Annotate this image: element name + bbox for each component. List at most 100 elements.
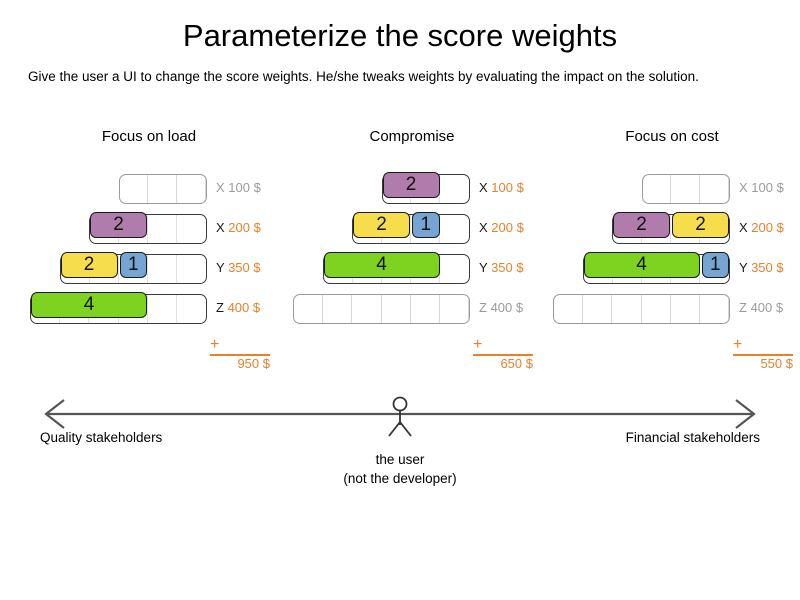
slider-cell[interactable] [177,215,206,243]
slider-cell[interactable] [148,295,177,323]
slider-cell[interactable] [554,295,584,323]
slider-cell[interactable] [323,295,353,323]
total-value: 650 $ [500,356,533,371]
slider-cell[interactable] [411,215,440,243]
slider-cell[interactable] [411,175,441,203]
slider-cell[interactable] [148,255,177,283]
row-label: X 100 $ [739,180,784,195]
row-tag: X [479,180,492,195]
slider-cell[interactable] [352,295,382,323]
page-title: Parameterize the score weights [182,18,618,53]
row-label: X 200 $ [479,220,524,235]
slider-cell[interactable] [294,295,324,323]
row-price: 200 $ [228,220,261,235]
weight-slider-track[interactable] [293,294,470,324]
weight-segment-blue[interactable]: 1 [701,252,729,278]
row-tag: X [739,180,752,195]
row-tag: X [479,220,492,235]
user-stick-figure [388,396,412,437]
weight-segment-yellow[interactable]: 2 [353,212,410,238]
row-price: 200 $ [491,220,524,235]
sum-rule [733,354,793,356]
slider-cell[interactable] [90,255,119,283]
row-tag: Y [479,260,492,275]
slider-cell[interactable] [700,295,729,323]
row-price: 200 $ [751,220,784,235]
row-label: X 100 $ [216,180,261,195]
row-tag: Y [216,260,229,275]
row-label: Y 350 $ [479,260,524,275]
column-header: Focus on load [101,128,197,145]
row-price: 400 $ [227,300,261,315]
slider-cell[interactable] [148,215,177,243]
total-value: 550 $ [760,356,793,371]
slider-cell[interactable] [440,215,469,243]
slider-cell[interactable] [382,215,411,243]
slider-cell[interactable] [177,175,206,203]
row-price: 400 $ [490,300,524,315]
slider-cell[interactable] [440,175,469,203]
row-label: Y 350 $ [216,260,261,275]
slider-cell[interactable] [671,175,701,203]
row-tag: Z [739,300,751,315]
row-label: X 100 $ [479,180,524,195]
weight-slider-track[interactable] [641,174,730,204]
slider-cell[interactable] [583,295,613,323]
slider-cell[interactable] [612,295,642,323]
slider-cell[interactable] [642,215,671,243]
slider-cell[interactable] [440,255,469,283]
weight-segment-blue[interactable]: 1 [119,252,147,278]
weight-segment-purple[interactable]: 2 [613,212,670,238]
sum-rule [473,354,533,356]
axis-label-right: Financial stakeholders [625,430,760,445]
weight-slider-track[interactable] [118,174,207,204]
slider-cell[interactable] [119,255,148,283]
slider-cell[interactable] [177,255,206,283]
slider-cell[interactable] [700,175,729,203]
weight-segment-green[interactable]: 4 [583,252,700,278]
row-price: 350 $ [751,260,784,275]
slider-cell[interactable] [119,295,148,323]
sum-plus-symbol: + [733,336,743,353]
weight-segment-yellow[interactable]: 2 [672,212,729,238]
row-label: Z 400 $ [739,300,783,315]
weight-slider-track[interactable] [553,294,730,324]
weight-segment-purple[interactable]: 2 [90,212,147,238]
weight-segment-green[interactable]: 4 [31,292,147,318]
row-price: 350 $ [491,260,524,275]
weight-segment-purple[interactable]: 2 [382,172,440,198]
page-subtitle: Give the user a UI to change the score w… [28,69,699,84]
column-header: Compromise [369,128,455,145]
user-caption-line1: the user [375,452,425,467]
slider-cell[interactable] [643,175,672,203]
column-header: Focus on cost [625,128,719,145]
axis-label-left: Quality stakeholders [40,430,163,445]
row-tag: Z [479,300,491,315]
slider-cell[interactable] [411,295,440,323]
row-label: Z 400 $ [216,300,260,315]
row-price: 350 $ [228,260,261,275]
row-tag: X [216,180,229,195]
slider-cell[interactable] [642,295,671,323]
row-price: 100 $ [751,180,784,195]
row-tag: X [216,220,229,235]
sum-rule [210,354,270,356]
slider-cell[interactable] [671,295,700,323]
slider-cell[interactable] [440,295,469,323]
slider-cell[interactable] [119,215,148,243]
row-price: 400 $ [750,300,784,315]
slider-cell[interactable] [148,175,178,203]
row-price: 100 $ [491,180,524,195]
weight-segment-yellow[interactable]: 2 [60,252,118,278]
sum-plus-symbol: + [210,336,220,353]
row-label: Z 400 $ [479,300,523,315]
user-figure-caption: the user (not the developer) [280,450,520,488]
row-tag: X [739,220,752,235]
slider-cell[interactable] [120,175,149,203]
row-price: 100 $ [228,180,261,195]
weight-segment-blue[interactable]: 1 [412,212,440,238]
weight-segment-green[interactable]: 4 [323,252,440,278]
slider-cell[interactable] [382,295,411,323]
slider-cell[interactable] [177,295,206,323]
